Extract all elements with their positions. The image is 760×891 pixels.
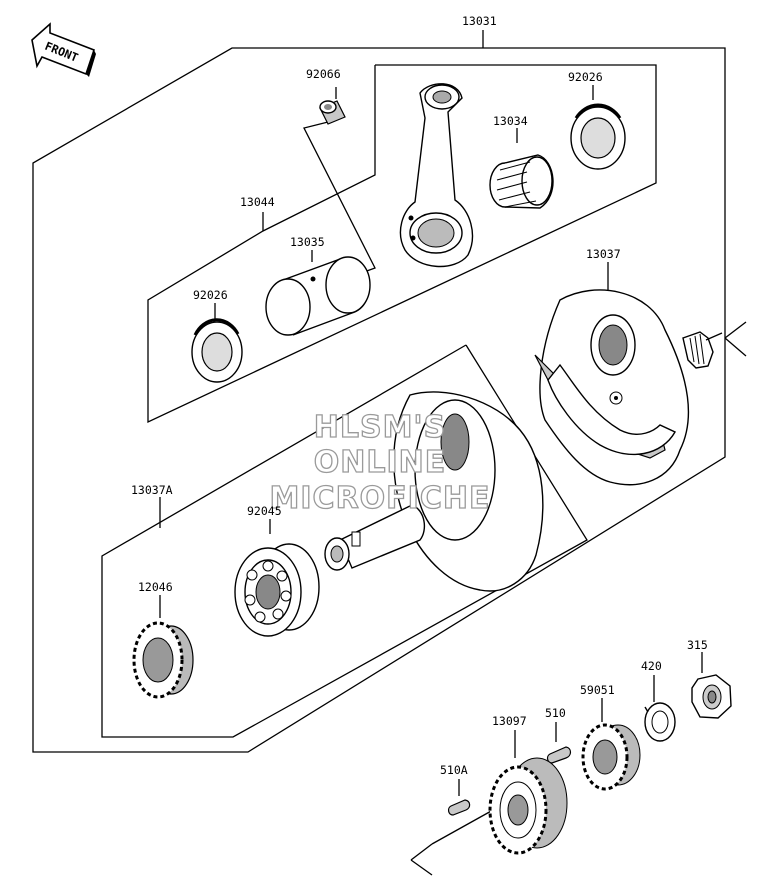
part-13097-gear[interactable]	[488, 757, 568, 855]
label-13034: 13034	[493, 114, 528, 128]
label-92045: 92045	[247, 504, 282, 518]
label-59051: 59051	[580, 683, 615, 697]
assembly-frame-13044	[147, 64, 657, 424]
label-13035: 13035	[290, 235, 325, 249]
label-92026-lower: 92026	[193, 288, 228, 302]
part-12046-gear[interactable]	[132, 621, 194, 699]
assembly-frame-13031	[32, 47, 726, 753]
part-92026-washer-upper[interactable]	[570, 103, 626, 170]
part-13034-needle-bearing[interactable]	[489, 154, 554, 209]
watermark: HLSM'S ONLINE MICROFICHE	[269, 409, 491, 516]
label-13031: 13031	[462, 14, 497, 28]
part-13035-crank-pin[interactable]	[265, 256, 371, 336]
watermark-line-1: HLSM'S	[314, 410, 446, 445]
label-12046: 12046	[138, 580, 173, 594]
label-510: 510	[545, 706, 566, 720]
label-92026-upper: 92026	[568, 70, 603, 84]
part-510A-key[interactable]	[447, 799, 471, 816]
shaft-arrow-bottom	[410, 843, 433, 861]
label-92066: 92066	[306, 67, 341, 81]
leader-92066-13035	[303, 120, 376, 273]
front-arrow-icon: FRONT	[31, 22, 96, 77]
label-13097: 13097	[492, 714, 527, 728]
watermark-line-2: ONLINE	[314, 445, 447, 480]
part-420-washer[interactable]	[644, 702, 676, 742]
label-420: 420	[641, 659, 662, 673]
label-13037: 13037	[586, 247, 621, 261]
part-92045-ball-bearing[interactable]	[234, 543, 320, 637]
part-92066-bush[interactable]	[319, 100, 346, 125]
label-315: 315	[687, 638, 708, 652]
label-13044: 13044	[240, 195, 275, 209]
part-connecting-rod[interactable]	[399, 83, 474, 268]
shaft-arrow-top	[724, 321, 747, 339]
part-315-nut[interactable]	[691, 674, 732, 719]
part-13037-crank-web-right[interactable]	[534, 289, 723, 486]
label-13037A: 13037A	[131, 483, 173, 497]
part-59051-gear[interactable]	[581, 723, 641, 791]
part-13037A-crank-web-left[interactable]	[324, 391, 544, 592]
part-510-key[interactable]	[546, 746, 572, 764]
part-92026-washer-lower[interactable]	[191, 318, 243, 383]
assembly-frame-13037A	[101, 344, 588, 738]
watermark-line-3: MICROFICHE	[270, 481, 491, 516]
label-510A: 510A	[440, 763, 468, 777]
